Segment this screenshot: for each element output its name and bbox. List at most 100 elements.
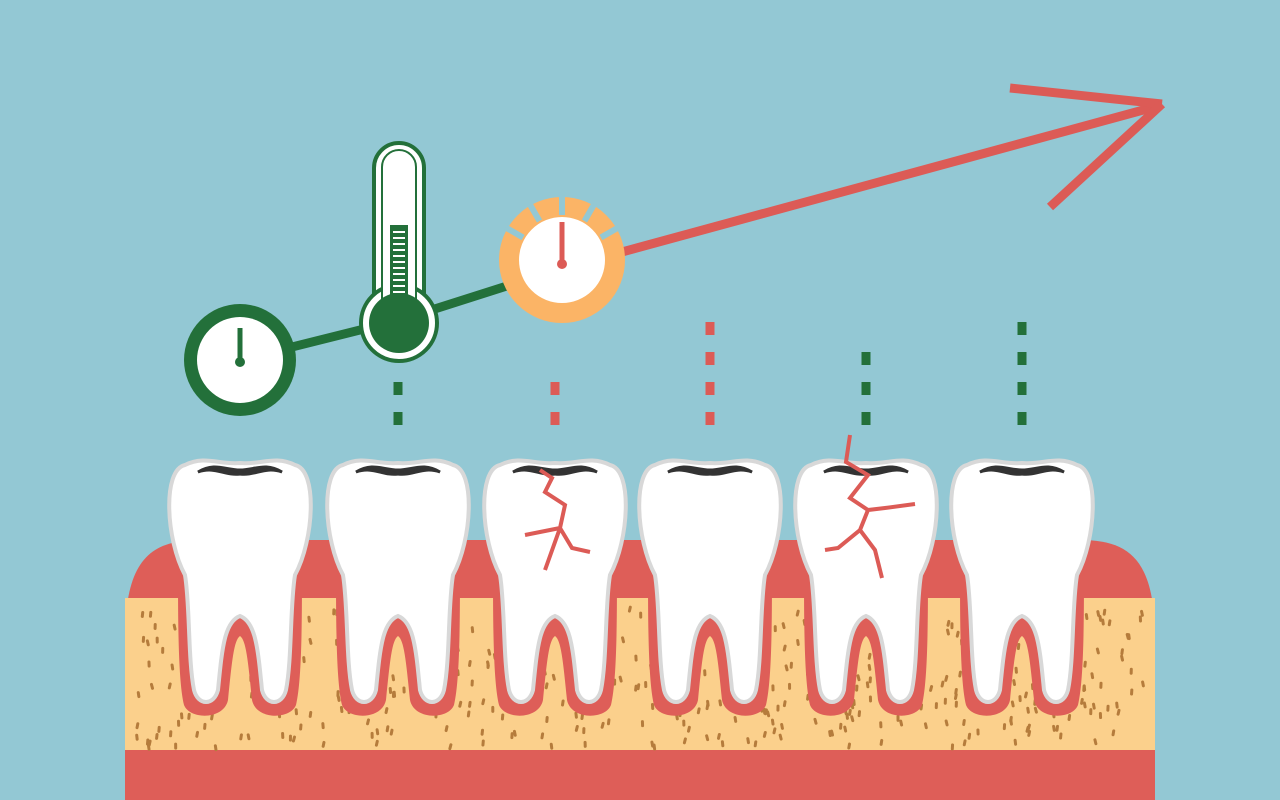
bone-dot bbox=[1010, 700, 1015, 708]
bone-dot bbox=[574, 711, 578, 719]
bone-dot bbox=[203, 722, 207, 730]
bone-dot bbox=[1082, 701, 1087, 709]
bone-dot bbox=[470, 626, 475, 634]
bone-dot bbox=[784, 664, 789, 672]
bone-dot bbox=[375, 728, 380, 736]
bone-dot bbox=[867, 663, 872, 671]
bone-dot bbox=[867, 652, 872, 660]
bone-dot bbox=[770, 718, 775, 726]
bone-dot bbox=[370, 731, 374, 739]
bone-dot bbox=[392, 690, 397, 698]
tooth bbox=[325, 458, 471, 704]
bone-dot bbox=[627, 605, 632, 613]
bone-dot bbox=[839, 722, 843, 730]
bone-dot bbox=[466, 710, 471, 718]
bone-dot bbox=[1107, 619, 1112, 627]
bone-dot bbox=[1141, 680, 1145, 688]
bone-dot bbox=[929, 685, 934, 692]
bone-dot bbox=[782, 644, 787, 652]
bone-dot bbox=[246, 733, 251, 741]
bone-dot bbox=[1115, 701, 1119, 709]
bone-dot bbox=[294, 708, 298, 716]
bone-dot bbox=[388, 687, 393, 695]
stopwatch-notch bbox=[599, 224, 620, 241]
bone-dot bbox=[1084, 613, 1089, 621]
bone-dot bbox=[946, 619, 951, 627]
trend-line-red bbox=[598, 101, 1160, 263]
tooth-body bbox=[949, 458, 1095, 704]
bone-dot bbox=[187, 712, 191, 720]
bone-dot bbox=[639, 611, 643, 619]
bone-dot bbox=[772, 727, 777, 735]
tooth bbox=[482, 458, 628, 704]
bone-dot bbox=[1012, 679, 1017, 686]
bone-dot bbox=[332, 608, 336, 616]
bone-dot bbox=[307, 615, 311, 623]
bone-dot bbox=[1140, 609, 1144, 617]
marker-dash bbox=[1017, 322, 1027, 335]
stopwatch-notch bbox=[504, 224, 525, 241]
bone-dot bbox=[174, 742, 178, 750]
bone-dot bbox=[634, 654, 638, 662]
bone-dot bbox=[717, 732, 721, 740]
bone-dot bbox=[384, 707, 389, 715]
bone-dot bbox=[967, 732, 972, 740]
thermometer-icon bbox=[359, 141, 439, 363]
bone-dot bbox=[374, 739, 379, 747]
bone-dot bbox=[733, 715, 738, 723]
tooth-body bbox=[167, 458, 313, 704]
marker-dash bbox=[705, 412, 715, 425]
bone-dot bbox=[1067, 714, 1072, 721]
bone-dot bbox=[135, 722, 140, 730]
bone-dot bbox=[157, 725, 161, 733]
tooth-crack bbox=[824, 434, 916, 579]
bone-dot bbox=[1023, 691, 1028, 699]
bone-dot bbox=[1013, 738, 1018, 746]
bone-dot bbox=[487, 648, 492, 656]
bone-dot bbox=[213, 744, 218, 752]
bone-dot bbox=[561, 699, 565, 707]
bone-dot bbox=[848, 708, 852, 716]
bone-dot bbox=[1059, 732, 1063, 740]
bone-dot bbox=[954, 700, 958, 708]
bone-dot bbox=[644, 681, 648, 689]
bone-dot bbox=[551, 673, 556, 681]
tooth-body bbox=[482, 458, 628, 704]
bone-dot bbox=[962, 719, 966, 726]
bone-dot bbox=[366, 718, 371, 726]
bone-dot bbox=[865, 681, 870, 689]
bone-dot bbox=[636, 683, 641, 691]
bone-dot bbox=[288, 734, 292, 742]
bone-dot bbox=[1111, 729, 1116, 737]
bone-dot bbox=[857, 710, 862, 718]
bone-dot bbox=[1055, 724, 1059, 732]
tooth bbox=[637, 458, 783, 704]
bone-dot bbox=[923, 722, 928, 730]
bone-dot bbox=[828, 730, 832, 738]
bone-dot bbox=[510, 732, 514, 740]
bone-dot bbox=[1033, 706, 1038, 714]
bone-dot bbox=[574, 725, 579, 732]
bone-dot bbox=[169, 730, 173, 738]
bone-dot bbox=[170, 663, 175, 671]
bone-dot bbox=[210, 713, 214, 721]
bone-dot bbox=[195, 730, 200, 738]
bone-dot bbox=[780, 722, 784, 730]
bone-dot bbox=[946, 628, 950, 636]
bone-dot bbox=[481, 698, 486, 706]
bone-dot bbox=[1093, 738, 1098, 746]
bone-dot bbox=[934, 702, 938, 710]
bone-dot bbox=[1099, 681, 1103, 689]
bone-dot bbox=[771, 684, 775, 692]
bone-dot bbox=[1009, 718, 1013, 726]
bone-dot bbox=[896, 714, 900, 722]
bone-dot bbox=[1102, 608, 1107, 616]
tooth-groove bbox=[197, 465, 283, 476]
bone-dot bbox=[549, 742, 554, 750]
bone-dot bbox=[148, 610, 153, 618]
bone-dot bbox=[879, 721, 883, 729]
teeth bbox=[167, 434, 1095, 704]
bone-dot bbox=[944, 674, 949, 682]
bone-dot bbox=[782, 700, 787, 708]
